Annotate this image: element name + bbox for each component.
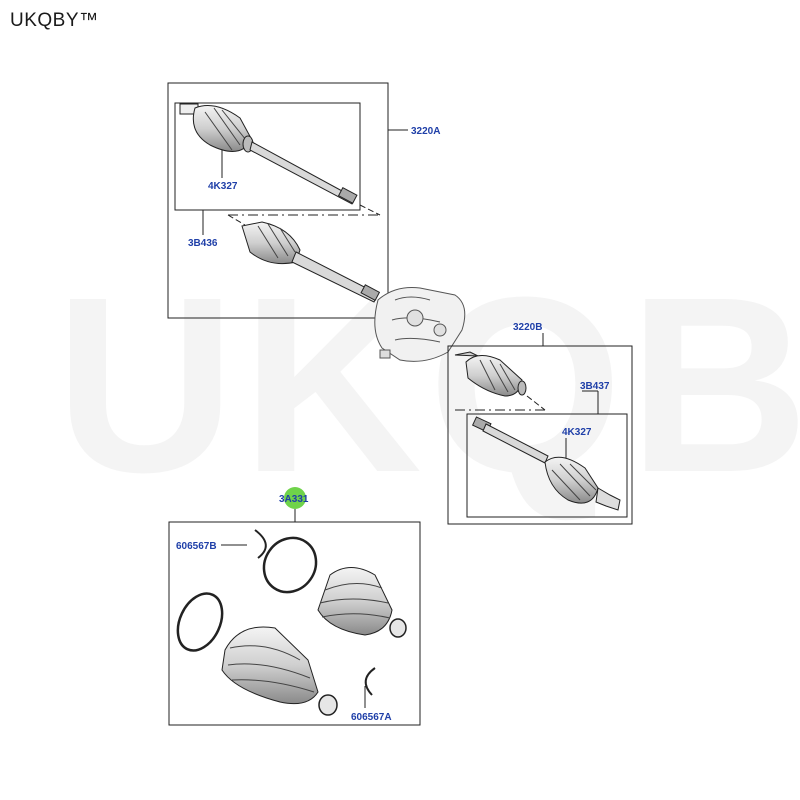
- small-clamp-upper: [389, 618, 407, 638]
- label-3B436[interactable]: 3B436: [188, 238, 218, 249]
- clip-606567B: [254, 529, 267, 559]
- highlight-marker: [284, 487, 306, 509]
- band-clamp-left: [176, 592, 224, 652]
- shaft-assembly-3220B: 3220B 3B437 4K327: [447, 322, 633, 525]
- outer-joint-boot-top: [179, 103, 358, 205]
- label-606567A[interactable]: 606567A: [351, 712, 392, 723]
- inner-joint-3B436: [241, 221, 381, 303]
- outer-joint-boot-right: [471, 416, 621, 511]
- assembly-frame-3220A: [167, 82, 389, 319]
- label-606567B[interactable]: 606567B: [176, 541, 217, 552]
- label-3B437[interactable]: 3B437: [580, 381, 610, 392]
- label-3220B[interactable]: 3220B: [513, 322, 542, 333]
- label-4K327-top[interactable]: 4K327: [208, 181, 238, 192]
- small-clamp-lower: [318, 694, 338, 716]
- clip-606567A: [364, 667, 376, 696]
- subassembly-frame-4K327-top: [174, 102, 361, 211]
- boot-lower: [221, 626, 319, 705]
- inner-joint-3B437: [454, 351, 527, 397]
- subassembly-frame-4K327-right: [466, 413, 628, 518]
- label-3A331[interactable]: 3A331: [279, 494, 309, 505]
- shaft-assembly-3220A: 3220A 4K327 3B436: [167, 82, 440, 319]
- boot-kit-3A331: 3A331 606567B 606567A: [168, 487, 421, 726]
- kit-frame-3A331: [168, 521, 421, 726]
- brand-logo-text: UKQBY™: [10, 10, 99, 31]
- band-clamp-upper: [262, 536, 318, 594]
- boot-upper: [317, 567, 393, 636]
- differential-housing: [374, 287, 466, 362]
- label-4K327-right[interactable]: 4K327: [562, 427, 592, 438]
- label-3220A[interactable]: 3220A: [411, 126, 440, 137]
- assembly-frame-3220B: [447, 345, 633, 525]
